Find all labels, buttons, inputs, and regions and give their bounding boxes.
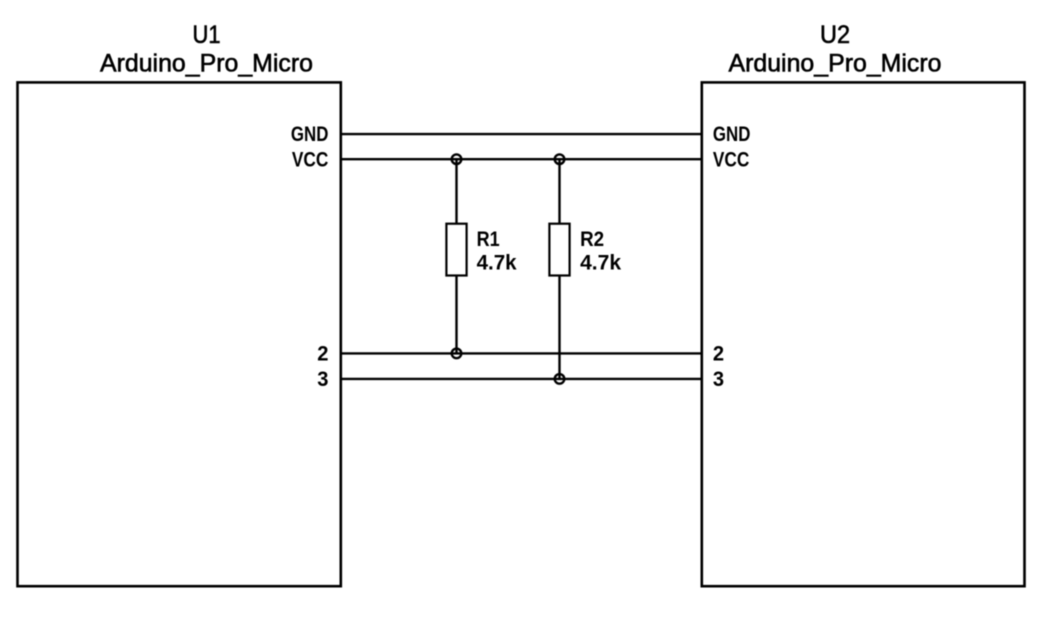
svg-text:VCC: VCC xyxy=(292,148,329,172)
svg-text:VCC: VCC xyxy=(713,148,750,172)
svg-text:GND: GND xyxy=(291,122,329,146)
svg-text:2: 2 xyxy=(713,341,724,365)
svg-text:U2: U2 xyxy=(820,21,850,49)
svg-text:2: 2 xyxy=(317,341,328,365)
svg-text:4.7k: 4.7k xyxy=(477,250,517,274)
svg-text:R1: R1 xyxy=(477,227,500,251)
svg-text:4.7k: 4.7k xyxy=(580,250,621,274)
svg-text:U1: U1 xyxy=(193,21,221,49)
svg-text:Arduino_Pro_Micro: Arduino_Pro_Micro xyxy=(100,50,313,78)
svg-text:3: 3 xyxy=(317,367,328,391)
svg-text:Arduino_Pro_Micro: Arduino_Pro_Micro xyxy=(729,50,942,78)
svg-text:GND: GND xyxy=(713,122,751,146)
svg-text:R2: R2 xyxy=(580,227,604,251)
svg-text:3: 3 xyxy=(713,367,724,391)
